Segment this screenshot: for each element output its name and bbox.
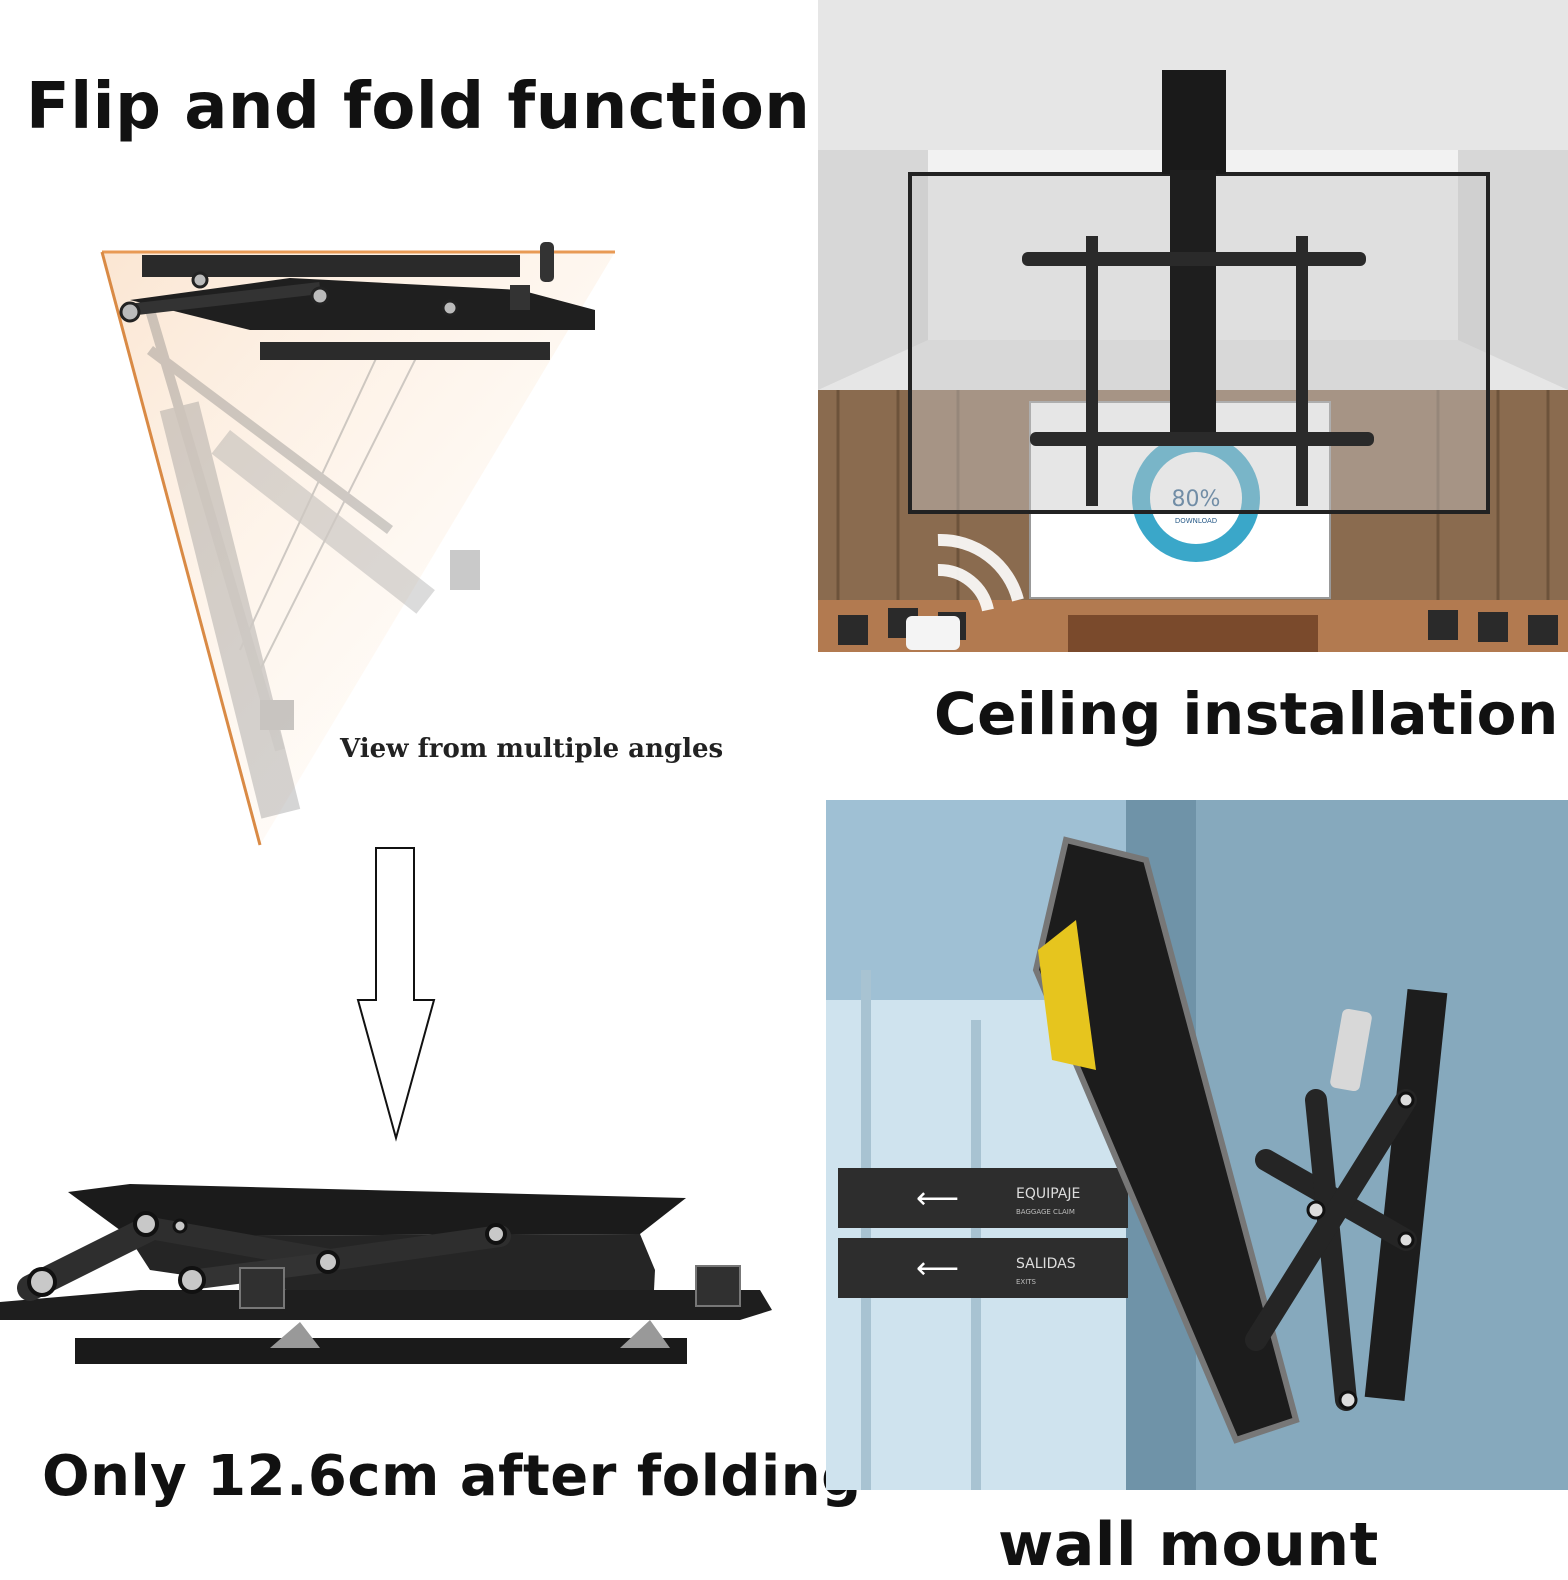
svg-text:⟵: ⟵ [916,1251,959,1286]
wireless-signal-icon [937,533,1024,612]
remote-control [906,616,960,650]
ghost-lowered-arm [145,308,480,819]
heading-flip-and-fold: Flip and fold function [26,70,811,144]
screen-percent: 80% [1172,487,1221,512]
down-arrow-icon [356,847,436,1142]
heading-wall-mount: wall mount [998,1510,1379,1580]
svg-text:⟵: ⟵ [916,1181,959,1216]
actuator-cylinder [1330,1008,1372,1092]
flip-fold-diagram [100,242,615,846]
heading-folded-height: Only 12.6cm after folding [42,1444,862,1509]
top-plate [68,1184,686,1236]
screen-sublabel: DOWNLOAD [1175,517,1217,525]
sign-baggage-label: EQUIPAJE [1016,1186,1080,1202]
base-plate [0,1290,772,1320]
swing-area [102,252,615,845]
wall-bracket-plate [1364,989,1448,1401]
heading-ceiling-installation: Ceiling installation [934,680,1559,748]
sign-exits-sub: EXITS [1016,1278,1037,1286]
bottom-rail [75,1338,687,1364]
sign-exits [838,1238,1128,1298]
sign-baggage [838,1168,1128,1228]
ceiling-bracket [119,242,595,360]
swing-line [100,251,262,846]
ceiling-installation-photo: 80% DOWNLOAD [818,0,1568,652]
caption-multiple-angles: View from multiple angles [340,734,724,764]
wall-mount-photo: ⟵ EQUIPAJE BAGGAGE CLAIM ⟵ SALIDAS EXITS [826,800,1568,1490]
sign-baggage-sub: BAGGAGE CLAIM [1016,1208,1075,1216]
ceiling-motor-box [1162,70,1226,174]
sign-exits-label: SALIDAS [1016,1256,1076,1272]
folded-bracket-diagram [0,1184,772,1364]
